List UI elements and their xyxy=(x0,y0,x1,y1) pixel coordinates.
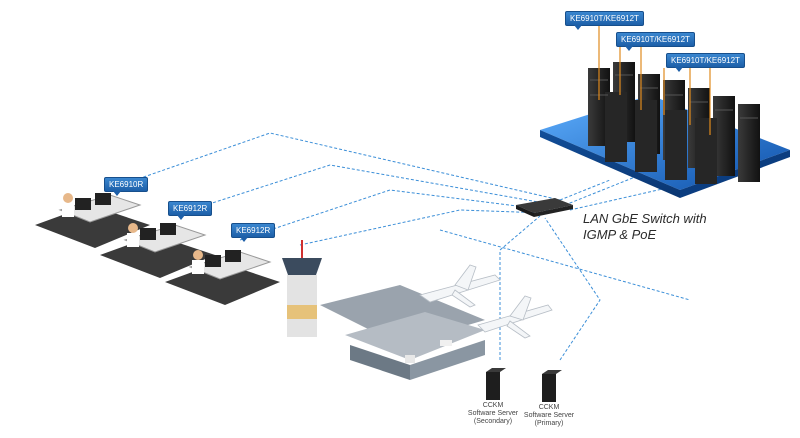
switch-label: LAN GbE Switch with IGMP & PoE xyxy=(583,211,707,243)
desk-tag-1: KE6910R xyxy=(104,177,149,196)
link-sec xyxy=(499,215,541,360)
server-racks xyxy=(588,62,760,184)
link-desk1 xyxy=(114,132,561,201)
link-rack xyxy=(559,179,611,201)
link-term xyxy=(439,229,691,301)
rack-tag-2: KE6910T/KE6912T xyxy=(616,32,695,51)
link-rack2 xyxy=(564,174,641,206)
server-primary-name: CCKM xyxy=(538,404,560,411)
network-links xyxy=(114,132,691,361)
server-primary-label: CCKM Software Server (Primary) xyxy=(514,404,584,428)
tag-pointers xyxy=(598,26,711,135)
desk-tag-3: KE6912R xyxy=(231,223,276,242)
link-tower xyxy=(299,209,546,246)
link-desk3 xyxy=(239,189,549,241)
server-secondary-label: CCKM Software Server (Secondary) xyxy=(458,402,528,426)
terminal-building xyxy=(320,285,485,380)
server-secondary-name: CCKM xyxy=(482,402,504,409)
link-rack3 xyxy=(569,184,681,211)
rack-tag-3: KE6910T/KE6912T xyxy=(666,53,745,72)
lan-switch xyxy=(516,198,573,217)
control-tower xyxy=(282,240,322,337)
server-primary-line2: Software Server xyxy=(523,412,575,419)
switch-label-line2: IGMP & PoE xyxy=(583,227,657,242)
rack-tag-1: KE6910T/KE6912T xyxy=(565,11,644,30)
airplanes xyxy=(419,264,553,339)
server-primary-line3: (Primary) xyxy=(534,420,564,427)
desk-tag-2: KE6912R xyxy=(168,201,213,220)
workstation-desks xyxy=(35,193,280,305)
server-secondary-line2: Software Server xyxy=(467,410,519,417)
server-secondary-line3: (Secondary) xyxy=(473,418,513,425)
link-desk2 xyxy=(174,164,556,216)
link-prim xyxy=(544,217,601,361)
switch-label-line1: LAN GbE Switch with xyxy=(583,211,707,226)
cckm-servers xyxy=(486,368,562,402)
